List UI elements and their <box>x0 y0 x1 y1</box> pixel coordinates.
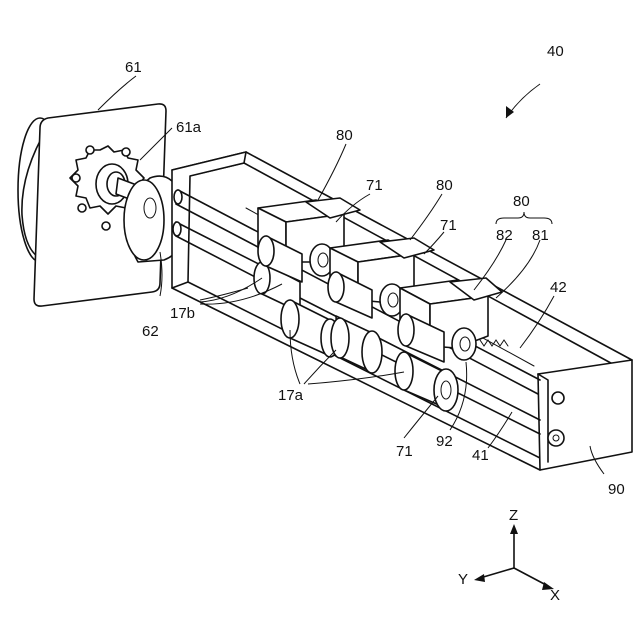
holder-unit-3 <box>398 278 502 362</box>
label-unit-b: 80 <box>436 177 453 194</box>
label-part-81: 81 <box>532 227 549 244</box>
label-shaft-41: 41 <box>472 447 489 464</box>
label-frame-42: 42 <box>550 279 567 296</box>
label-unit-a: 80 <box>336 127 353 144</box>
axis-x-label: X <box>550 587 560 604</box>
label-roller-71-a: 71 <box>366 177 383 194</box>
label-frame-90: 90 <box>608 481 625 498</box>
label-part-82: 82 <box>496 227 513 244</box>
label-motor-gear: 61a <box>176 119 202 136</box>
labels: 40 61 61a 80 71 80 71 80 82 81 42 17b 62… <box>125 43 625 604</box>
axis-y-label: Y <box>458 571 468 588</box>
label-part-92: 92 <box>436 433 453 450</box>
axis-indicator <box>474 524 554 590</box>
label-assembly: 40 <box>547 43 564 60</box>
label-roller-17a: 17a <box>278 387 304 404</box>
end-plate-90 <box>538 360 632 470</box>
axis-z-label: Z <box>509 507 518 524</box>
label-roller-17b: 17b <box>170 305 195 322</box>
label-unit-c: 80 <box>513 193 530 210</box>
label-motor: 61 <box>125 59 142 76</box>
label-roller-71-c: 71 <box>396 443 413 460</box>
label-gear: 62 <box>142 323 159 340</box>
label-roller-71-b: 71 <box>440 217 457 234</box>
